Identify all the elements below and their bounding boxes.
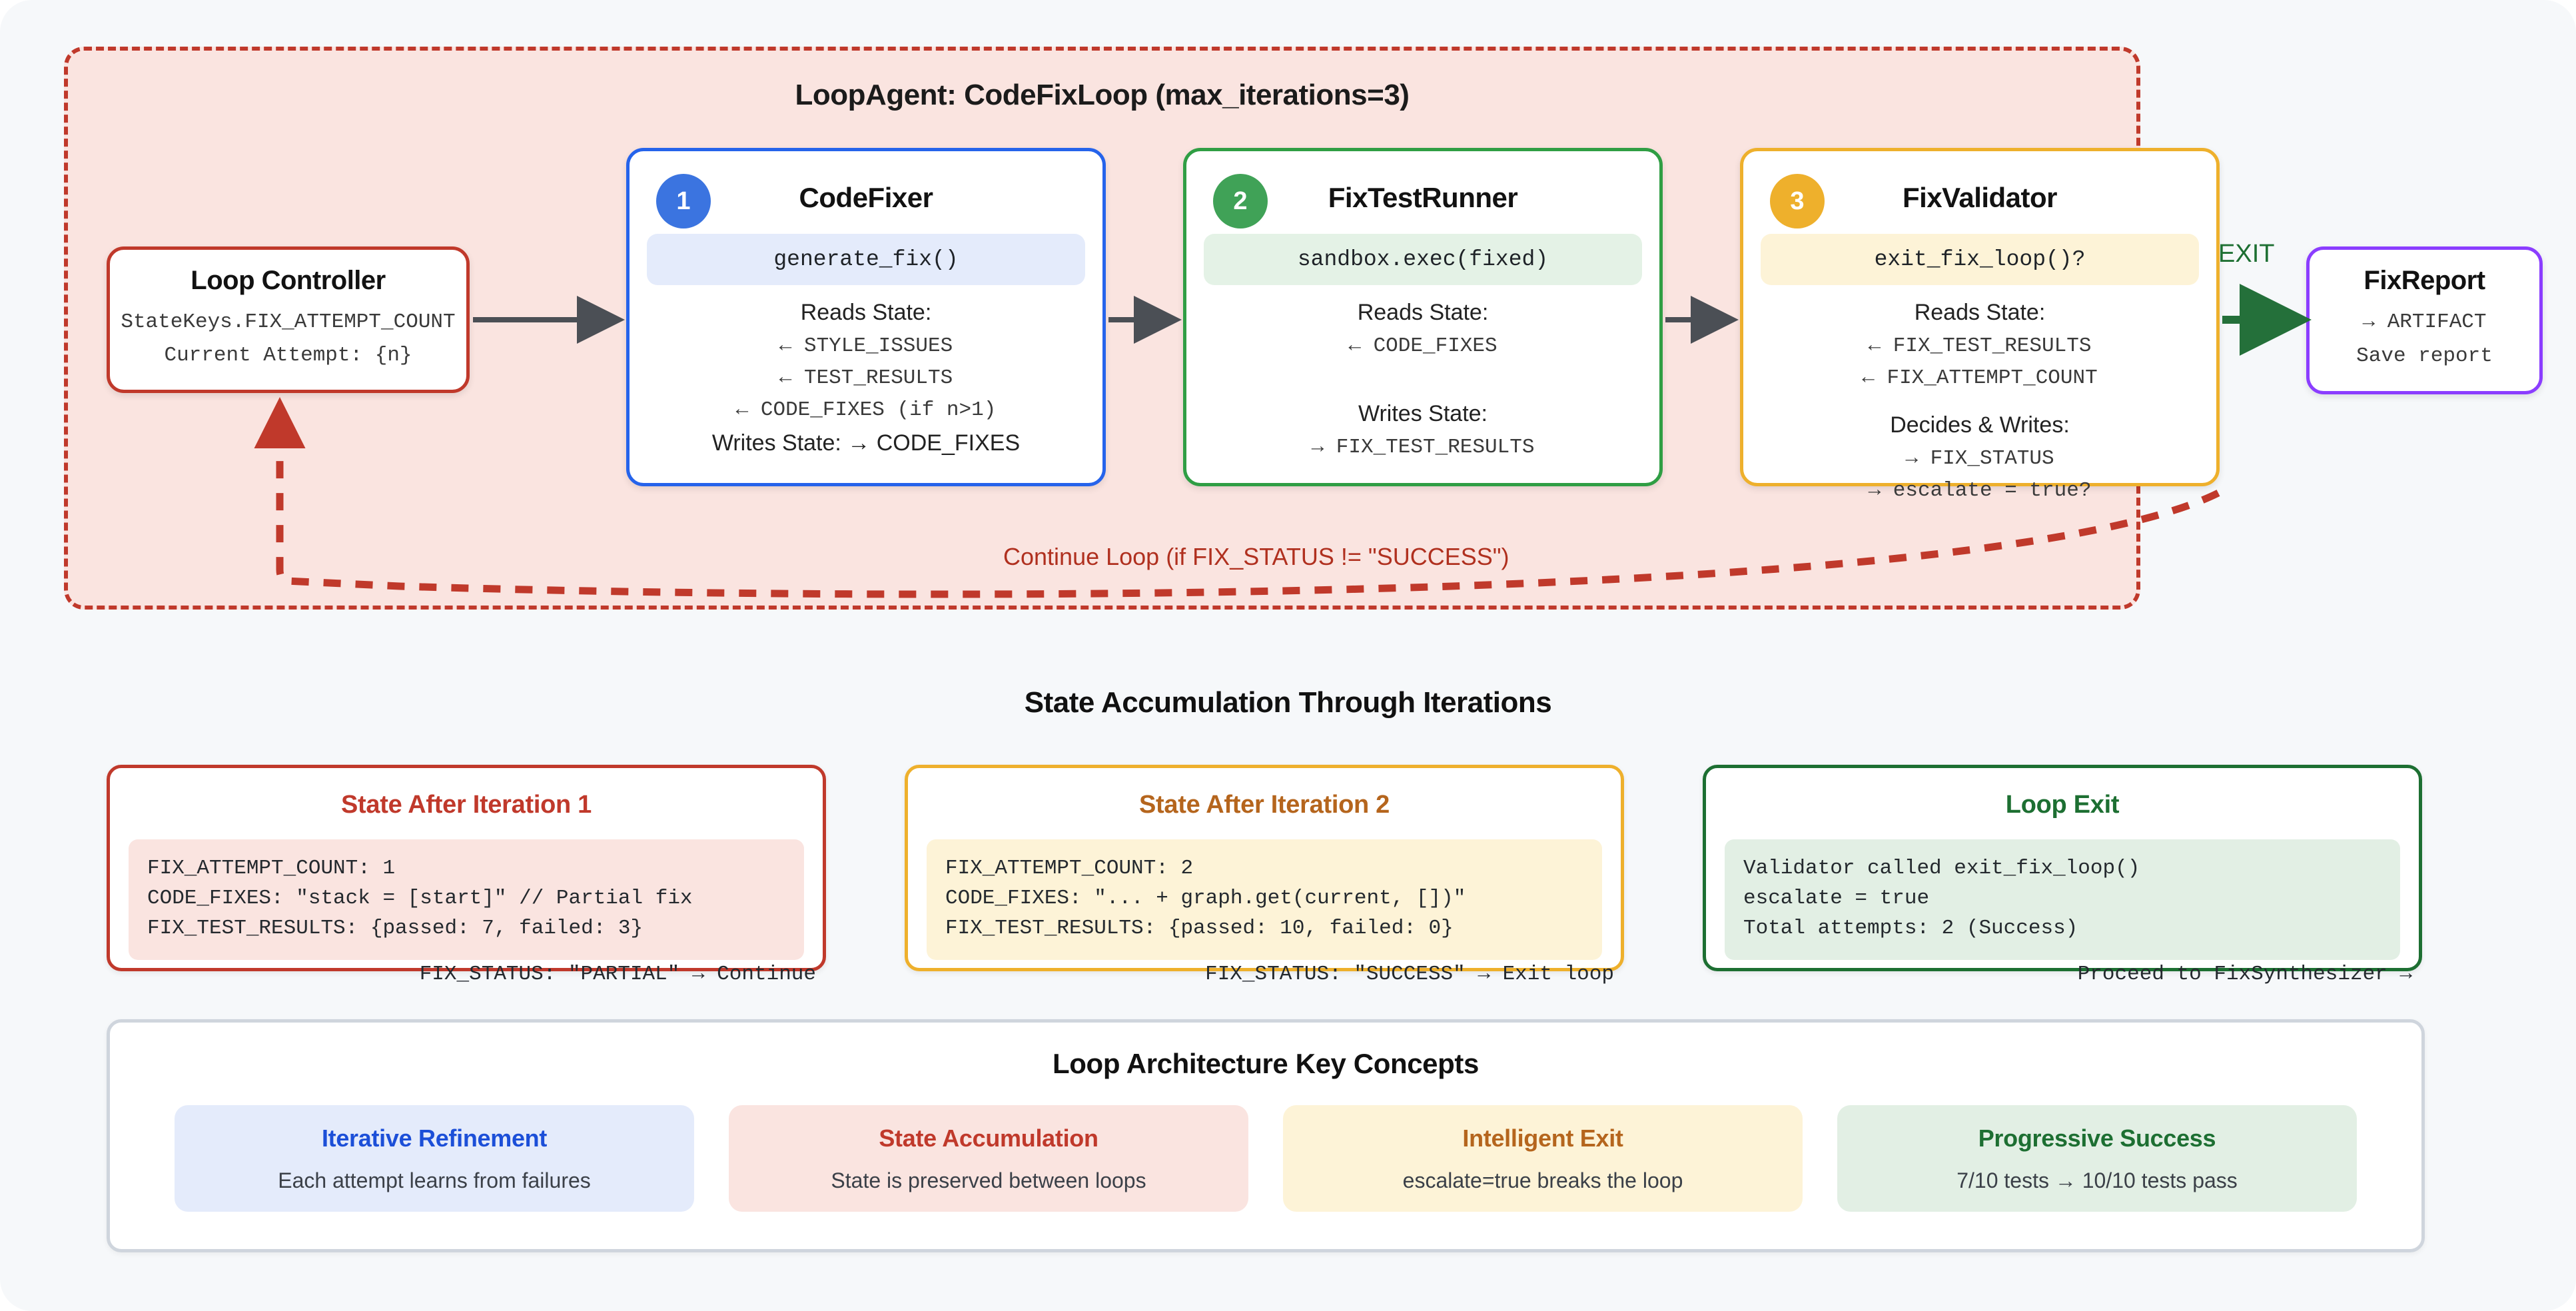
fixvalidator-state-lines: Reads State: ← FIX_TEST_RESULTS ← FIX_AT…	[1743, 300, 2216, 502]
node-fixvalidator[interactable]: 3 FixValidator exit_fix_loop()? Reads St…	[1740, 148, 2220, 502]
concept-3-title: Progressive Success	[1978, 1124, 2216, 1152]
loop-controller-body: StateKeys.FIX_ATTEMPT_COUNT Current Atte…	[110, 310, 466, 367]
node-fixtestrunner[interactable]: 2 FixTestRunner sandbox.exec(fixed) Read…	[1183, 148, 1663, 486]
state-card-1-footer: FIX_STATUS: "PARTIAL" → Continue	[419, 962, 816, 986]
state-card-1-line-2: FIX_TEST_RESULTS: {passed: 7, failed: 3}	[147, 916, 644, 940]
key-concepts-row: Iterative Refinement Each attempt learns…	[110, 1105, 2421, 1212]
key-concepts-title: Loop Architecture Key Concepts	[1053, 1048, 1479, 1079]
codefixer-writes-line: Writes State: → CODE_FIXES	[711, 430, 1021, 456]
step-badge-1: 1	[656, 174, 711, 228]
loop-controller-statekey: StateKeys.FIX_ATTEMPT_COUNT	[121, 310, 456, 334]
state-card-1-line-0: FIX_ATTEMPT_COUNT: 1	[147, 857, 396, 880]
codefixer-reads-label: Reads State:	[800, 300, 932, 325]
state-card-3-title: Loop Exit	[2005, 791, 2120, 819]
codefixer-title: CodeFixer	[799, 182, 933, 213]
fixtestrunner-write-0: → FIX_TEST_RESULTS	[1311, 436, 1535, 459]
fixvalidator-read-0: ← FIX_TEST_RESULTS	[1868, 334, 2092, 358]
concept-0-title: Iterative Refinement	[321, 1124, 548, 1152]
fixvalidator-reads-label: Reads State:	[1914, 300, 2046, 325]
codefixer-state-lines: Reads State: ← STYLE_ISSUES ← TEST_RESUL…	[630, 300, 1102, 456]
node-codefixer[interactable]: 1 CodeFixer generate_fix() Reads State: …	[626, 148, 1106, 486]
concept-iterative-refinement[interactable]: Iterative Refinement Each attempt learns…	[175, 1105, 694, 1212]
fixvalidator-call-chip: exit_fix_loop()?	[1761, 234, 2199, 285]
concept-1-desc: State is preserved between loops	[831, 1168, 1146, 1192]
continue-loop-label: Continue Loop (if FIX_STATUS != "SUCCESS…	[1003, 543, 1509, 570]
state-card-3-code: Validator called exit_fix_loop() escalat…	[1725, 839, 2400, 960]
state-card-2-line-0: FIX_ATTEMPT_COUNT: 2	[945, 857, 1194, 880]
state-card-3-line-1: escalate = true	[1743, 886, 1930, 910]
state-card-3-line-2: Total attempts: 2 (Success)	[1743, 916, 2078, 940]
fixtestrunner-read-0: ← CODE_FIXES	[1348, 334, 1498, 358]
codefixer-read-0: ← STYLE_ISSUES	[779, 334, 953, 358]
state-card-3-footer: Proceed to FixSynthesizer →	[2077, 962, 2412, 986]
state-card-1-line-1: CODE_FIXES: "stack = [start]" // Partial…	[147, 886, 693, 910]
fixreport-artifact: → ARTIFACT	[2362, 310, 2487, 334]
concept-2-title: Intelligent Exit	[1462, 1124, 1623, 1152]
fixtestrunner-reads-label: Reads State:	[1357, 300, 1489, 325]
spacer	[1186, 366, 1659, 397]
fixvalidator-write-0: → FIX_STATUS	[1905, 447, 2054, 470]
fixtestrunner-title: FixTestRunner	[1328, 182, 1518, 213]
concept-intelligent-exit[interactable]: Intelligent Exit escalate=true breaks th…	[1283, 1105, 1803, 1212]
fixvalidator-write-1: → escalate = true?	[1868, 479, 2092, 502]
fixtestrunner-call-chip: sandbox.exec(fixed)	[1204, 234, 1642, 285]
step-badge-3: 3	[1770, 174, 1825, 228]
fixreport-title: FixReport	[2363, 266, 2485, 295]
concept-2-desc: escalate=true breaks the loop	[1402, 1168, 1683, 1192]
fixreport-body: → ARTIFACT Save report	[2310, 310, 2539, 368]
state-card-2-line-1: CODE_FIXES: "... + graph.get(current, []…	[945, 886, 1466, 910]
node-fixreport[interactable]: FixReport → ARTIFACT Save report	[2306, 246, 2543, 394]
concept-progressive-success[interactable]: Progressive Success 7/10 tests → 10/10 t…	[1837, 1105, 2357, 1212]
fixtestrunner-writes-label: Writes State:	[1358, 401, 1488, 426]
fixreport-save: Save report	[2356, 344, 2493, 368]
fixvalidator-read-1: ← FIX_ATTEMPT_COUNT	[1862, 366, 2098, 390]
step-badge-2: 2	[1213, 174, 1268, 228]
loop-controller-attempt: Current Attempt: {n}	[164, 344, 412, 367]
state-card-iteration-2[interactable]: State After Iteration 2 FIX_ATTEMPT_COUN…	[905, 765, 1624, 986]
concept-1-title: State Accumulation	[879, 1124, 1098, 1152]
state-card-2-line-2: FIX_TEST_RESULTS: {passed: 10, failed: 0…	[945, 916, 1454, 940]
state-section-title: State Accumulation Through Iterations	[1024, 686, 1552, 719]
loop-agent-title: LoopAgent: CodeFixLoop (max_iterations=3…	[795, 79, 1410, 111]
state-card-1-code: FIX_ATTEMPT_COUNT: 1 CODE_FIXES: "stack …	[129, 839, 804, 960]
state-card-iteration-1[interactable]: State After Iteration 1 FIX_ATTEMPT_COUN…	[107, 765, 826, 986]
fixvalidator-title: FixValidator	[1902, 182, 2058, 213]
key-concepts-panel: Loop Architecture Key Concepts Iterative…	[107, 1019, 2425, 1252]
codefixer-call-chip: generate_fix()	[647, 234, 1085, 285]
codefixer-read-1: ← TEST_RESULTS	[779, 366, 953, 390]
concept-state-accumulation[interactable]: State Accumulation State is preserved be…	[729, 1105, 1248, 1212]
state-card-loop-exit[interactable]: Loop Exit Validator called exit_fix_loop…	[1703, 765, 2422, 986]
concept-0-desc: Each attempt learns from failures	[278, 1168, 591, 1192]
state-card-1-title: State After Iteration 1	[341, 791, 592, 819]
loop-controller-title: Loop Controller	[191, 266, 386, 295]
fixtestrunner-state-lines: Reads State: ← CODE_FIXES Writes State: …	[1186, 300, 1659, 459]
state-card-2-code: FIX_ATTEMPT_COUNT: 2 CODE_FIXES: "... + …	[927, 839, 1602, 960]
concept-3-desc: 7/10 tests → 10/10 tests pass	[1956, 1168, 2238, 1192]
codefixer-read-2: ← CODE_FIXES (if n>1)	[735, 398, 997, 422]
state-card-2-title: State After Iteration 2	[1139, 791, 1390, 819]
state-card-3-line-0: Validator called exit_fix_loop()	[1743, 857, 2140, 880]
exit-label: EXIT	[2218, 240, 2275, 268]
fixvalidator-writes-label: Decides & Writes:	[1890, 412, 2070, 438]
node-loop-controller[interactable]: Loop Controller StateKeys.FIX_ATTEMPT_CO…	[107, 246, 470, 393]
state-card-2-footer: FIX_STATUS: "SUCCESS" → Exit loop	[1205, 962, 1614, 986]
